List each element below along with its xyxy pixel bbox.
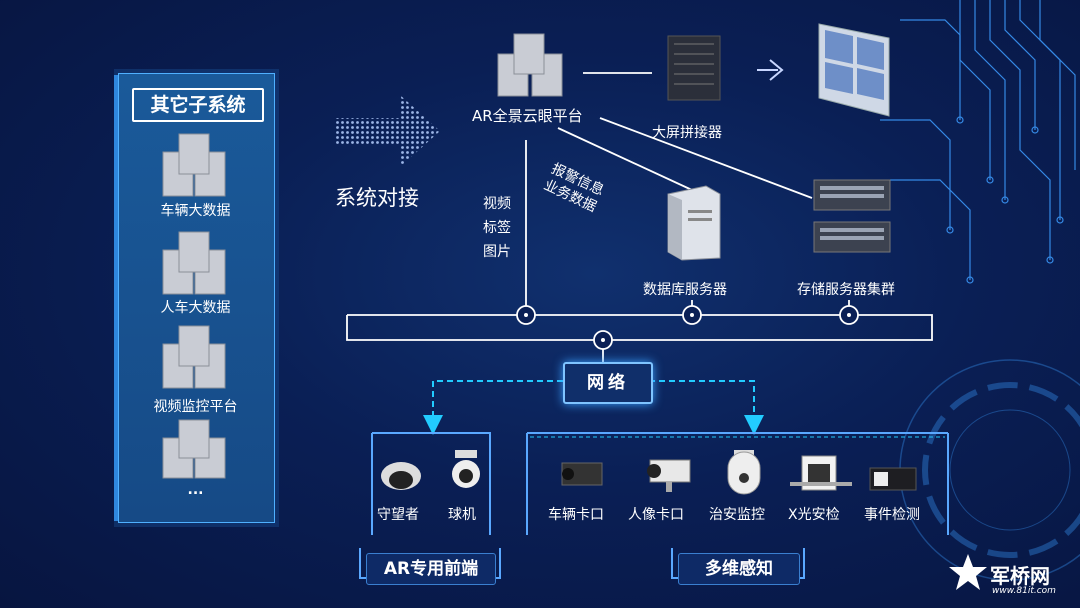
- panel-item-label: 车辆大数据: [160, 203, 231, 219]
- platform-icon: [497, 33, 563, 97]
- cube-stack-icon: [162, 133, 226, 197]
- arrow-to-screen: [757, 59, 784, 81]
- dome-camera-icon: [452, 450, 480, 488]
- panel-item-label: 人车大数据: [160, 300, 231, 316]
- frontend-device-label: 守望者: [377, 507, 419, 523]
- panel-item-label: 视频监控平台: [153, 399, 238, 415]
- panel-item-label: ...: [187, 482, 204, 498]
- face-checkpoint-camera-icon: [647, 459, 691, 492]
- sensing-device-label: 车辆卡口: [548, 507, 604, 523]
- link-platform-db: [557, 127, 693, 191]
- vehicle-checkpoint-camera-icon: [561, 462, 603, 486]
- circuit-decoration: [880, 0, 1076, 284]
- watcher-camera-icon: [381, 462, 421, 490]
- link-platform-storage: [599, 117, 813, 199]
- network-links: [423, 380, 764, 435]
- network-node: 网络: [563, 362, 653, 404]
- cube-stack-icon: [162, 325, 226, 389]
- sensing-device-label: 事件检测: [864, 507, 920, 523]
- db-server-label: 数据库服务器: [643, 282, 727, 298]
- video-wall-icon: [818, 23, 890, 117]
- video-tag-label: 视频标签图片: [483, 196, 511, 260]
- arrow-label: 系统对接: [335, 186, 419, 210]
- splicer-label: 大屏拼接器: [652, 125, 722, 141]
- sensing-device-label: 治安监控: [709, 507, 765, 523]
- frontend-group-title: AR专用前端: [366, 553, 496, 585]
- splicer-icon: [667, 35, 721, 101]
- frontend-device-label: 球机: [448, 507, 476, 523]
- bus-bar: [346, 314, 933, 341]
- cube-stack-icon: [162, 231, 226, 295]
- platform-label: AR全景云眼平台: [472, 107, 583, 125]
- dotted-arrow-shape: [335, 95, 440, 167]
- watermark-text: 军桥网: [990, 564, 1050, 588]
- db-server-icon: [667, 185, 721, 261]
- bus-junctions: [516, 305, 859, 350]
- sensing-device-label: X光安检: [788, 507, 840, 523]
- subsystem-panel-title: 其它子系统: [132, 88, 264, 122]
- storage-cluster-label: 存储服务器集群: [797, 282, 895, 298]
- event-detection-radar-icon: [869, 467, 917, 491]
- cube-stack-icon: [162, 419, 226, 479]
- hud-decoration: [899, 359, 1080, 581]
- xray-scanner-icon: [790, 455, 852, 491]
- sensing-device-label: 人像卡口: [628, 507, 684, 523]
- storage-cluster-icon: [813, 179, 891, 253]
- star-logo-icon: [949, 554, 987, 590]
- security-dome-camera-icon: [727, 450, 761, 495]
- watermark-url: www.81it.com: [992, 586, 1056, 596]
- sensing-group-title: 多维感知: [678, 553, 800, 585]
